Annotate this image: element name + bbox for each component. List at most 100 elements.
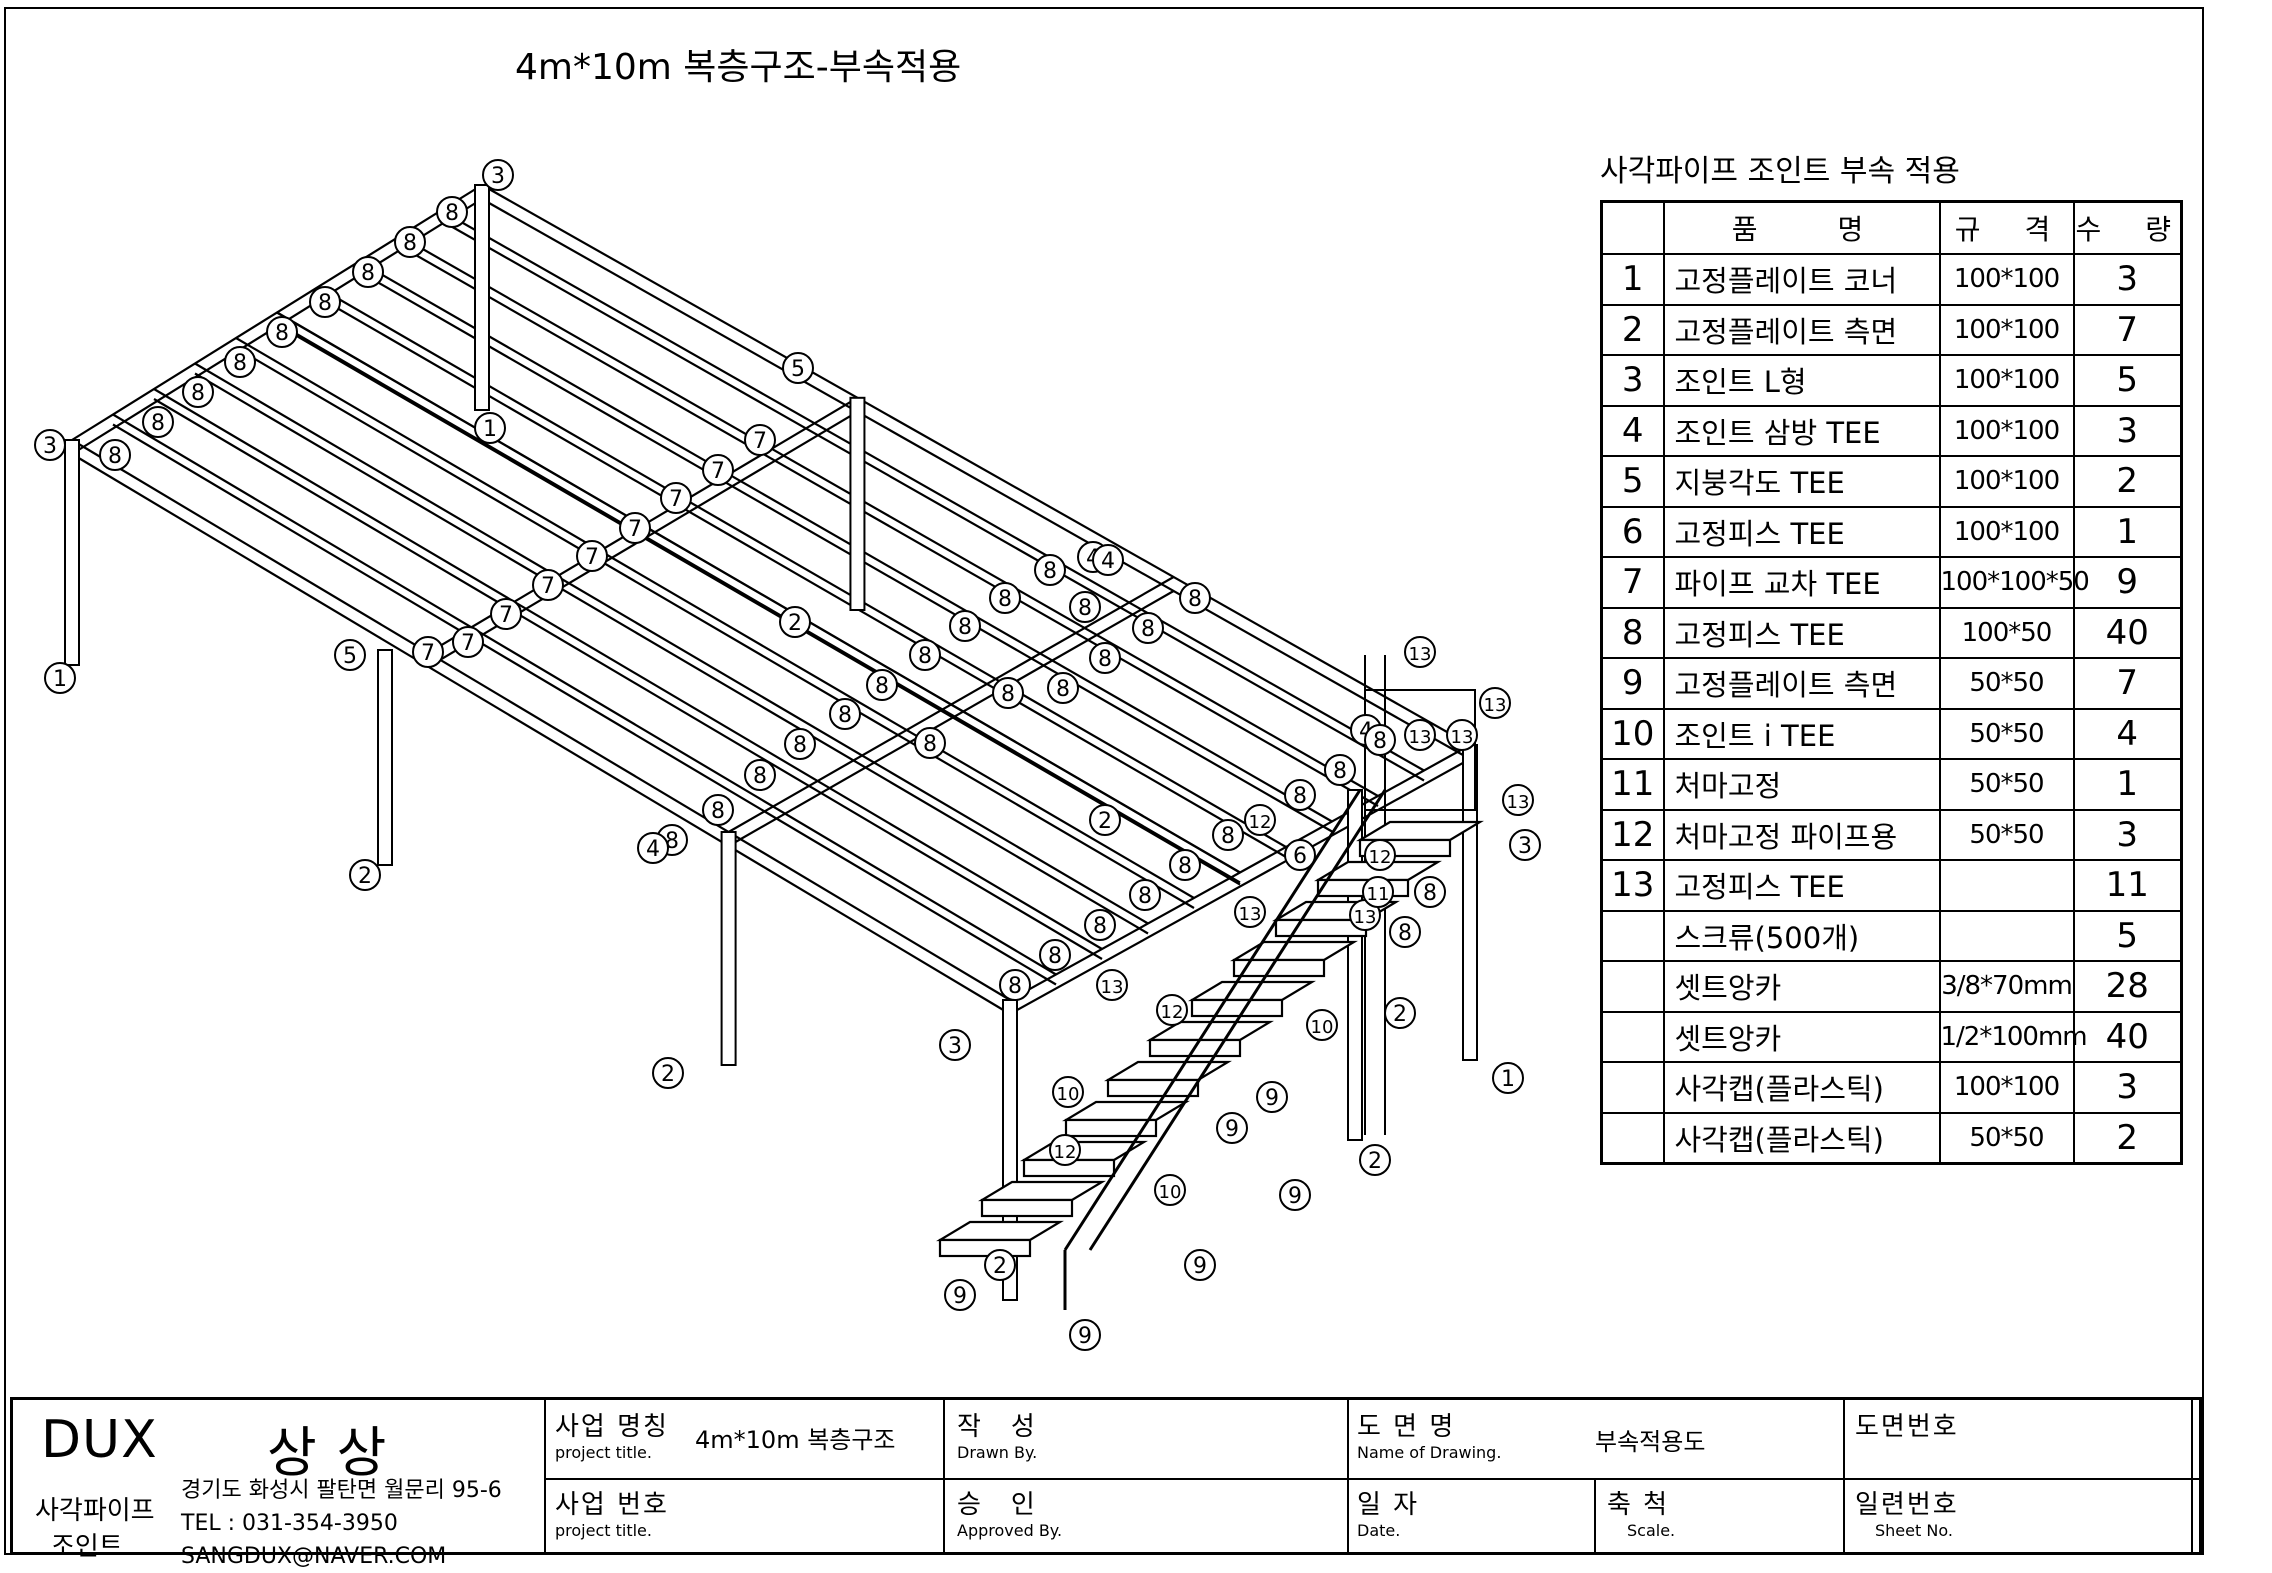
parts-cell-qty: 2 [2072, 1111, 2183, 1165]
header-no [1600, 200, 1665, 255]
callout-number: 5 [791, 357, 805, 382]
company-email: SANGDUX@NAVER.COM [181, 1544, 447, 1569]
callout-number: 8 [1098, 647, 1112, 672]
callout-marker: 8 [352, 256, 384, 288]
callout-marker: 13 [1446, 719, 1478, 751]
stair-riser [980, 1198, 1074, 1218]
callout-marker: 7 [744, 424, 776, 456]
callout-circle [984, 1249, 1016, 1281]
post [720, 831, 737, 1066]
callout-marker: 5 [782, 352, 814, 384]
callout-marker: 8 [999, 969, 1031, 1001]
parts-cell-no [1600, 1111, 1665, 1165]
company-name: DUX [41, 1410, 158, 1470]
joist [112, 423, 1057, 986]
callout-number: 2 [788, 611, 802, 636]
callout-circle [1069, 591, 1101, 623]
callout-marker: 7 [452, 626, 484, 658]
callout-marker: 6 [1284, 839, 1316, 871]
parts-cell-name: 사각캡(플라스틱) [1662, 1061, 1941, 1114]
callout-circle [44, 662, 76, 694]
callout-number: 12 [1161, 1002, 1184, 1023]
project-title-label: 사업 명칭 project title. [555, 1412, 669, 1462]
handrail [1088, 789, 1387, 1251]
callout-number: 8 [318, 291, 332, 316]
callout-circle [474, 412, 506, 444]
callout-number: 13 [1507, 792, 1530, 813]
callout-circle [829, 698, 861, 730]
parts-cell-name: 조인트 삼방 TEE [1662, 404, 1941, 457]
callout-circle [1156, 994, 1188, 1026]
joist [153, 388, 1103, 950]
callout-marker: 8 [1169, 849, 1201, 881]
parts-cell-spec: 100*100 [1938, 505, 2075, 558]
callout-number: 11 [1367, 884, 1390, 905]
callout-number: 7 [669, 487, 683, 512]
company-address: 경기도 화성시 팔탄면 월문리 95-6 [181, 1478, 502, 1503]
divider [1843, 1400, 1845, 1552]
joist [112, 413, 1057, 976]
callout-circle [1216, 1112, 1248, 1144]
callout-marker: 9 [1184, 1249, 1216, 1281]
header-qty: 수 량 [2072, 200, 2183, 255]
parts-cell-no: 3 [1600, 354, 1665, 407]
callout-number: 10 [1159, 1182, 1182, 1203]
callout-circle [782, 352, 814, 384]
joist [235, 347, 1195, 909]
callout-marker: 13 [1096, 969, 1128, 1001]
perimeter-beam [481, 198, 1471, 760]
callout-number: 8 [1078, 596, 1092, 621]
callout-number: 7 [541, 574, 555, 599]
callout-number: 3 [1518, 834, 1532, 859]
callout-circle [576, 540, 608, 572]
callout-marker: 2 [1089, 804, 1121, 836]
callout-marker: 8 [1414, 876, 1446, 908]
callout-number: 8 [151, 411, 165, 436]
callout-number: 2 [1098, 809, 1112, 834]
callout-circle [1364, 724, 1396, 756]
callout-marker: 8 [1284, 779, 1316, 811]
callout-circle [702, 454, 734, 486]
parts-cell-name: 지붕각도 TEE [1662, 455, 1941, 508]
joist [235, 337, 1195, 899]
callout-number: 8 [1188, 587, 1202, 612]
callout-circle [702, 794, 734, 826]
callout-marker: 8 [989, 582, 1021, 614]
callout-marker: 2 [349, 859, 381, 891]
callout-circle [1212, 819, 1244, 851]
parts-cell-no: 2 [1600, 303, 1665, 356]
drawing-name-label: 도 면 명 Name of Drawing. [1357, 1412, 1502, 1462]
callout-marker: 8 [1179, 582, 1211, 614]
callout-number: 8 [1043, 559, 1057, 584]
callout-number: 8 [275, 321, 289, 346]
callout-number: 13 [1239, 904, 1262, 925]
callout-number: 8 [793, 733, 807, 758]
parts-cell-name: 파이프 교차 TEE [1662, 556, 1941, 609]
callout-marker: 3 [939, 1029, 971, 1061]
callout-marker: 8 [1084, 909, 1116, 941]
callout-marker: 8 [744, 759, 776, 791]
callout-marker: 13 [1404, 636, 1436, 668]
callout-marker: 2 [984, 1249, 1016, 1281]
parts-cell-no: 1 [1600, 253, 1665, 306]
callout-circle [1169, 849, 1201, 881]
callout-circle [619, 512, 651, 544]
callout-circle [989, 582, 1021, 614]
callout-marker: 8 [1069, 591, 1101, 623]
callout-number: 8 [1093, 914, 1107, 939]
callout-circle [1389, 916, 1421, 948]
parts-cell-no: 11 [1600, 758, 1665, 811]
callout-number: 8 [918, 644, 932, 669]
callout-circle [1154, 1174, 1186, 1206]
callout-marker: 12 [1364, 839, 1396, 871]
callout-circle [182, 376, 214, 408]
callout-circle [394, 226, 426, 258]
callout-marker: 4 [1092, 544, 1124, 576]
parts-cell-name: 조인트 L형 [1662, 354, 1941, 407]
callout-number: 5 [343, 644, 357, 669]
callout-circle [744, 759, 776, 791]
product-line-2: 조인트 [51, 1532, 123, 1562]
